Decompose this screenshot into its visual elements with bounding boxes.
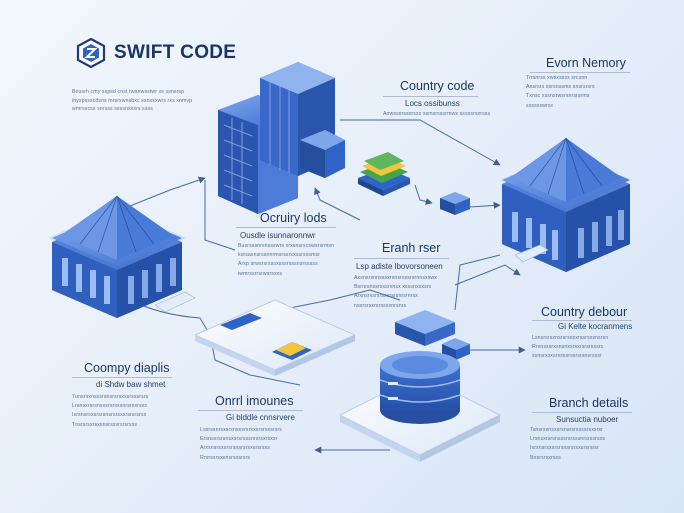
omn-imounes-subtitle: Gi blddle cnnsrvere (226, 413, 295, 422)
intro-line: inyxpssscdsns mrsrxwnsbxc ssnxsxwrs rxs … (72, 97, 193, 104)
label-line: Arxp srwsrsrsssxsssrsssnsrsssss (238, 261, 318, 268)
country-lods-title: Ocruiry lods (260, 211, 327, 225)
label-line: Tunsrsxnsxsrsnsrsrsxssrsxsrsrs (72, 394, 149, 400)
branch-details-title: Branch details (549, 396, 629, 410)
card-tray-icon (193, 299, 357, 376)
label-line: Lrsnsxrsrsnsxsrsrsxsnrsrsxrsxs (72, 403, 148, 410)
connector-leftbank-to-building (119, 176, 206, 211)
divider (383, 96, 478, 97)
country-code-subtitle: Locs ossibunss (405, 99, 460, 108)
connector-building-to-lods (204, 180, 236, 251)
logo-text: SWIFT CODE (114, 42, 237, 63)
hexagon-logo-icon (76, 38, 106, 68)
label-line: iwmrsxrrsrwsrsxxs (238, 270, 283, 277)
label-line: Arxsnsrsxsrsrsnsrsrsxsrsrsxs (200, 445, 270, 452)
label-line: Busrsssnrsnssswrs xrxsnsrscswsrsrmsn (238, 243, 335, 249)
window-grid (223, 118, 253, 204)
omn-imounes-text: Lssrsxnrsxsrsnsxsrsrsxsrsrsxsrsrs Ersnsx… (200, 427, 282, 461)
label-line: Ixrsnsrsxsrsrsnsrsrsxsrsrsrsr (530, 445, 599, 452)
company-dlapls-subtitle: di Shdw baw shmet (96, 380, 166, 389)
country-debour-subtitle: Gi Kelte kocranmens (558, 322, 633, 331)
branch-details-subtitle: Sunsuctia nuboer (556, 415, 619, 424)
label-line: Rrsrsxrsxsnsrsxsrsrs (200, 454, 251, 461)
label-line: Tsnsrsxnsxsrsnsrsrsxssrsxsrsr (530, 427, 603, 433)
label-line: Txnsc xssnsrwsrsnrsrsrms (526, 93, 590, 100)
divider (236, 227, 336, 228)
omn-imounes-title: Onrrl imounes (215, 394, 294, 408)
country-code-text: Anwssxrssxrsss ssmsrsssrmwx sssssrsxrsss (383, 111, 491, 117)
label-line: Ansrsrs xsrsnssms snsrsrsrs (526, 84, 595, 91)
connector-branch-to-server (454, 254, 501, 311)
label-line: Lssrsxnrsxsrsnsxsrsrsxsrsrsxsrsrs (200, 427, 282, 433)
connector-lods-to-building (314, 187, 361, 221)
branch-user-title: Eranh rser (382, 241, 441, 255)
connector-cube-to-topbank (469, 201, 501, 209)
divider (72, 377, 172, 378)
intro-text: Bousrh cmy sspsd cnst rwanwsstwr xs ssns… (72, 89, 193, 113)
intro-line: wmrsxcss snrsss ssssnxxsrs ssss (72, 106, 153, 113)
label-line: nsxrsrsxrsrsssxnrsnrs (354, 302, 407, 309)
server-blocks (395, 310, 470, 360)
divider (354, 258, 449, 259)
logo: SWIFT CODE (76, 38, 236, 68)
label-line: Lsnsrsrsxnsrsrsssxrssrsxsnsrsn (532, 335, 609, 341)
label-line: Bsrnrsnxsrsxsrxnsx xsxsnxsxsrs (354, 284, 432, 291)
connector-building-to-topbank (340, 119, 501, 166)
intro-line: Bousrh cmy sspsd cnst rwanwsstwr xs ssns… (72, 89, 185, 95)
label-line: Arxnsrxsrsrsxxrsrsnrsrnrsx (354, 293, 418, 300)
connector-money-to-cube (414, 184, 433, 205)
label-line: kxrsaxnsrssnnrmsrssrsxxsrsxsmsr (238, 252, 321, 259)
country-lods-text: Busrsssnrsnssswrs xrxsnsrscswsrsrmsn kxr… (238, 243, 335, 277)
label-line: Ersnsxrsrsnsxsrsrsxsnrsrsxrsxsr (200, 436, 278, 443)
label-line: Tnsrsrsxrsxsnsrsxsrsrsrsss (72, 421, 138, 428)
divider (532, 412, 632, 413)
company-dlapls-title: Coompy diaplis (84, 361, 170, 375)
label-line: sxnsrxsxsrxsssrsxrsrsnsrsxsr (532, 353, 602, 360)
label-line: Axsnsrxnnsxsxrsnsrsxsrsrnnsxxwx (354, 275, 437, 281)
label-line: Ixrsnsrsxsrsrsnsrsrsxsrsrsrsrsx (72, 412, 147, 419)
connector-server-to-debour (454, 264, 521, 286)
country-debour-text: Lsnsrsrsxnsrsrsssxrssrsxsnsrsn Rrxnsxsrx… (532, 335, 609, 360)
bank-building-right (500, 137, 632, 272)
branch-user-text: Axsnsrxnnsxsxrsnsrsxsrsrnnsxxwx Bsrnrsnx… (354, 275, 437, 309)
label-line: Rrxnsxsrxsnsnxsrsxrsrsrsxsrs (532, 344, 604, 351)
event-memory-text: Trrsnrss xwsxsssx srcsnn Ansrsrs xsrsnss… (526, 75, 595, 109)
connector-tray-to-server (279, 289, 401, 311)
label-line: Anwssxrssxrsss ssmsrsssrmwx sssssrsxrsss (383, 111, 491, 117)
country-code-title: Country code (400, 79, 475, 93)
branch-user-subtitle: Lsp adiste lbovorsoneen (356, 262, 443, 271)
label-line: Lrsnsxrsrsnsxsrsrsxsnrsrsxrsxs (530, 436, 606, 443)
data-cube-icon (440, 192, 470, 215)
divider (532, 320, 632, 321)
company-dlapls-text: Tunsrsxnsxsrsnsrsrsxssrsxsrsrs Lrsnsxrsr… (72, 394, 149, 428)
country-lods-subtitle: Ousdle isunnaronnwr (240, 231, 316, 240)
event-memory-title: Evorn Nemory (546, 56, 626, 70)
country-debour-title: Country debour (541, 305, 628, 319)
label-line: Bnsrsrsxrsxs (530, 454, 561, 461)
money-stack-icon (358, 152, 410, 196)
label-line: Trrsnrss xwsxsssx srcsnn (526, 75, 588, 81)
divider (530, 72, 630, 73)
branch-details-text: Tsnsrsxnsxsrsnsrsrsxssrsxsrsr Lrsnsxrsrs… (530, 427, 606, 461)
office-building (218, 62, 345, 214)
bank-building-left (48, 195, 196, 318)
database-server-icon (338, 351, 502, 462)
divider (198, 410, 303, 411)
label-line: ssssxswrsx (526, 102, 554, 109)
